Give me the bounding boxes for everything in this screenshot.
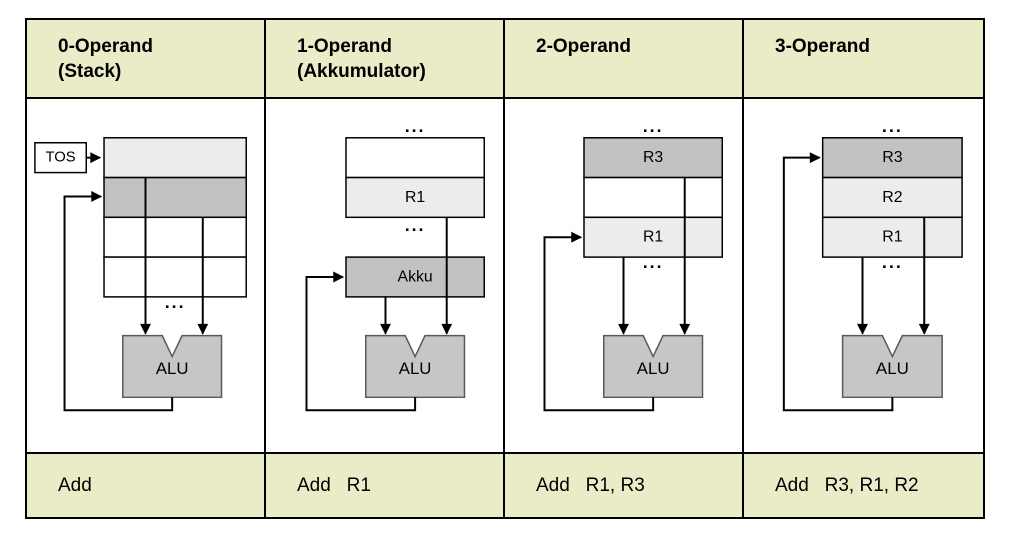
alu-label: ALU — [399, 359, 432, 378]
header-subtitle: (Stack) — [58, 61, 122, 82]
ellipsis: ... — [405, 116, 426, 136]
result-feedback-arrow — [63, 190, 174, 412]
three-operand-architecture-diagram: ... R3 R2 R1 ... ALU — [782, 116, 963, 412]
ellipsis: ... — [882, 116, 903, 136]
ellipsis: ... — [405, 215, 426, 235]
diagram-cell-2-operand: ... R3 R1 ... ALU — [505, 99, 744, 452]
register-label-r3: R3 — [882, 149, 903, 166]
header-title: 1-Operand — [297, 36, 393, 57]
column-header-2-operand: 2-Operand — [505, 20, 744, 99]
register-cell-r2 — [821, 176, 963, 219]
akku-label: Akku — [398, 268, 433, 285]
ellipsis: ... — [882, 252, 903, 272]
instruction-cell-3-operand: Add R3, R1, R2 — [744, 452, 983, 517]
register-label-r1: R1 — [405, 189, 425, 206]
akku-box — [345, 256, 485, 298]
alu-label: ALU — [876, 359, 909, 378]
ellipsis: ... — [643, 116, 664, 136]
instruction-text: Add — [58, 474, 92, 496]
header-title: 2-Operand — [536, 36, 632, 57]
instruction-text: Add R1, R3 — [536, 474, 645, 496]
instruction-cell-1-operand: Add R1 — [266, 452, 505, 517]
register-cell-r1 — [583, 216, 723, 258]
header-subtitle: (Akkumulator) — [297, 61, 426, 82]
register-label-r1: R1 — [882, 229, 903, 246]
two-operand-architecture-diagram: ... R3 R1 ... ALU — [543, 116, 723, 412]
register-label-r3: R3 — [643, 149, 663, 166]
diagram-cell-0-operand: TOS ... ALU — [27, 99, 266, 452]
alu-label: ALU — [637, 359, 670, 378]
instruction-cell-2-operand: Add R1, R3 — [505, 452, 744, 517]
register-label-r1: R1 — [643, 229, 663, 246]
stack-architecture-diagram: TOS ... ALU — [34, 137, 247, 412]
stack-cell-fourth — [103, 256, 247, 298]
diagram-cell-1-operand: ... R1 ... Akku ALU — [266, 99, 505, 452]
tos-label: TOS — [45, 150, 75, 166]
register-label-r2: R2 — [882, 189, 903, 206]
column-header-0-operand: 0-Operand (Stack) — [27, 20, 266, 99]
alu-label: ALU — [156, 359, 189, 378]
result-feedback-arrow — [782, 152, 894, 412]
diagram-cell-3-operand: ... R3 R2 R1 ... ALU — [744, 99, 983, 452]
register-cell-r3 — [583, 137, 723, 179]
header-title: 0-Operand — [58, 36, 154, 57]
column-header-3-operand: 3-Operand — [744, 20, 983, 99]
column-header-1-operand: 1-Operand (Akkumulator) — [266, 20, 505, 99]
instruction-text: Add R3, R1, R2 — [775, 474, 919, 496]
instruction-text: Add R1 — [297, 474, 371, 496]
register-cell-r3 — [821, 137, 963, 179]
alu-box — [603, 334, 704, 399]
accumulator-architecture-diagram: ... R1 ... Akku ALU — [305, 116, 485, 412]
operand-architectures-table: 0-Operand (Stack) 1-Operand (Akkumulator… — [25, 18, 985, 519]
ellipsis: ... — [165, 292, 186, 312]
result-feedback-arrow — [543, 231, 655, 412]
register-cell-blank — [345, 137, 485, 179]
stack-cell-top — [103, 137, 247, 179]
register-cell-r1 — [821, 216, 963, 258]
stack-cell-second — [103, 176, 247, 219]
result-feedback-arrow — [305, 271, 417, 412]
register-cell-r1 — [345, 176, 485, 219]
alu-box — [122, 334, 223, 399]
register-cell-blank — [583, 176, 723, 219]
stack-cell-third — [103, 216, 247, 258]
instruction-cell-0-operand: Add — [27, 452, 266, 517]
ellipsis: ... — [643, 252, 664, 272]
alu-box — [364, 334, 466, 399]
alu-box — [841, 334, 943, 399]
tos-box — [34, 142, 87, 174]
header-title: 3-Operand — [775, 36, 871, 57]
